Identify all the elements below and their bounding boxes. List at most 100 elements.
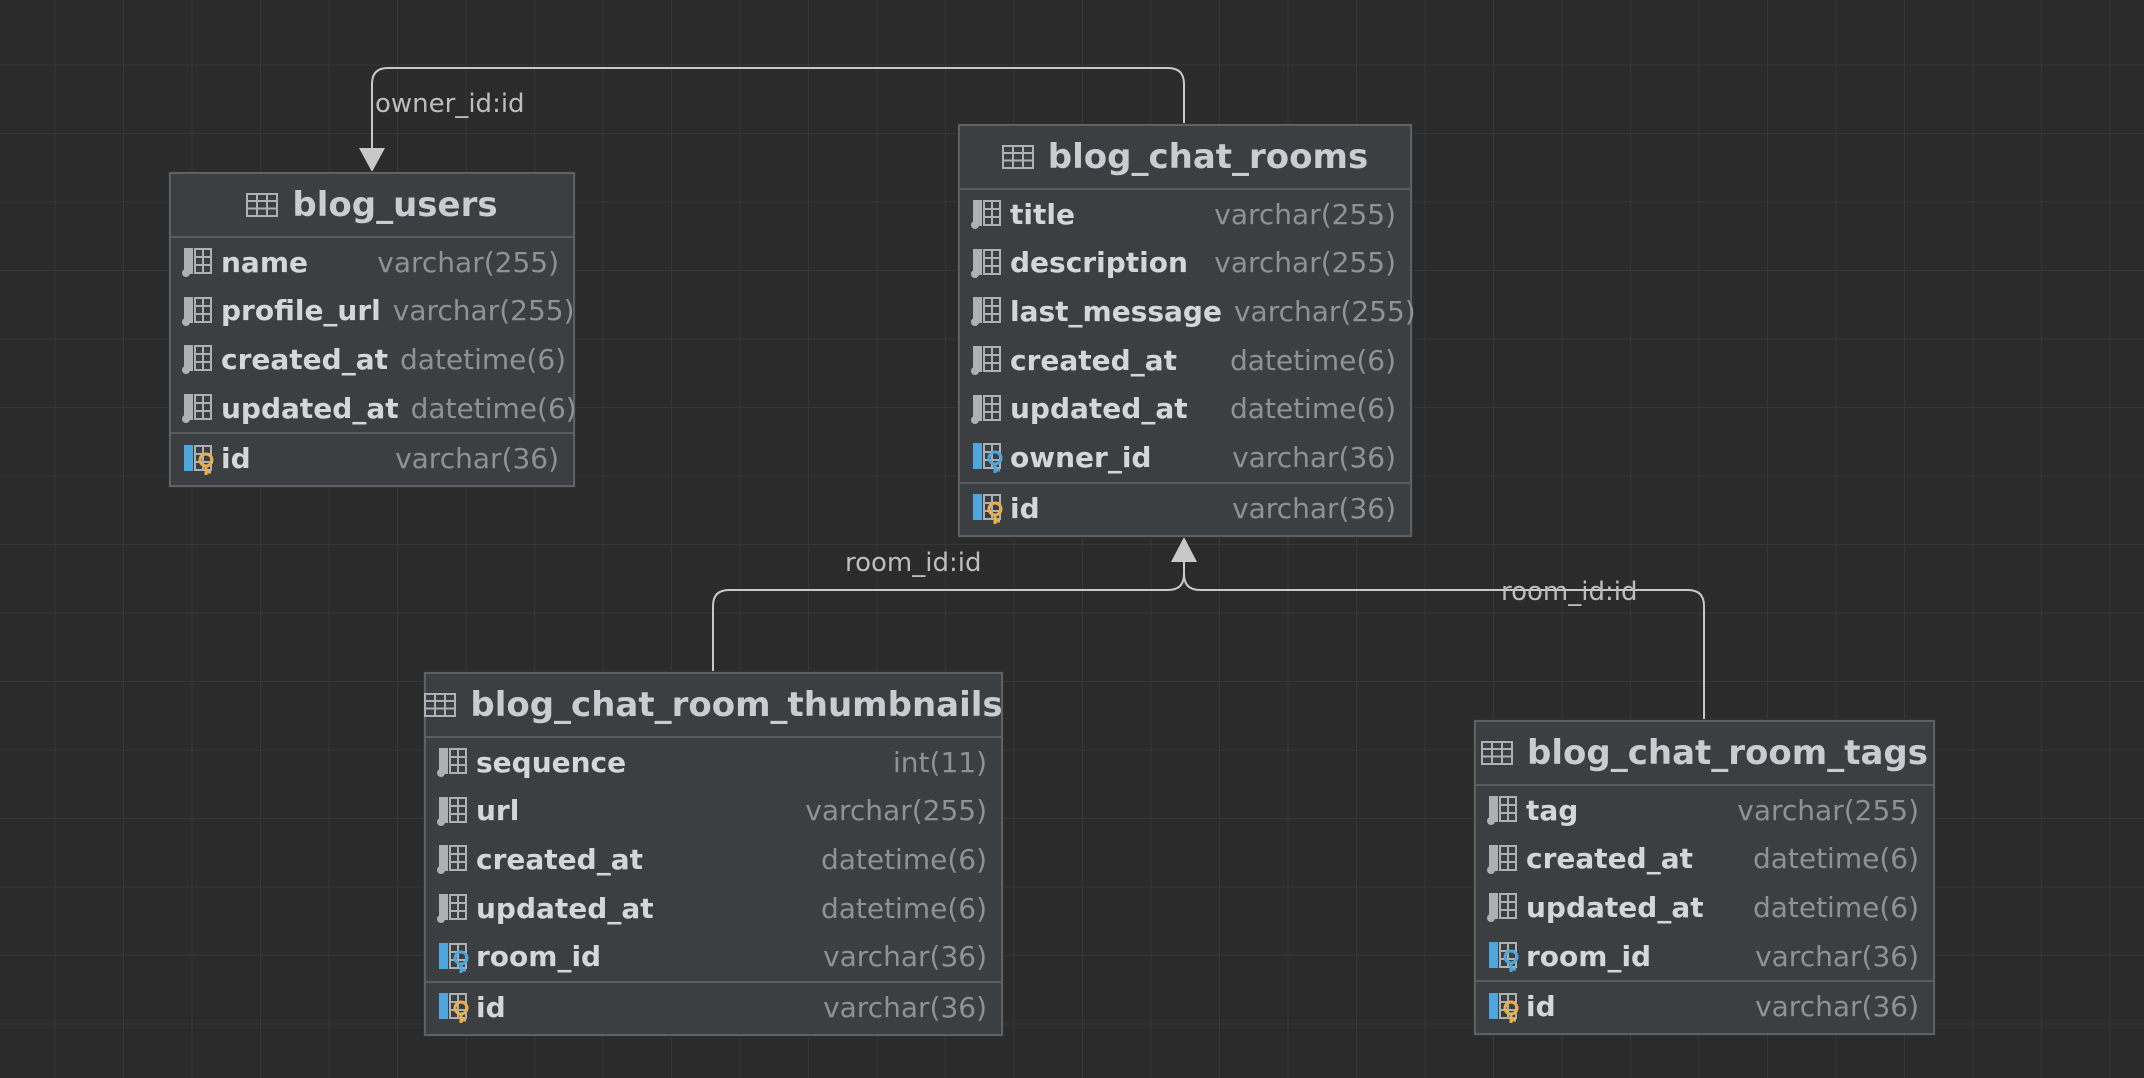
column-name: tag [1526,793,1579,827]
column-name: id [1010,491,1040,525]
column-icon [970,246,1004,280]
column-type: datetime(6) [1229,343,1396,377]
column-type: varchar(36) [1232,491,1396,525]
column-name: updated_at [1010,392,1188,426]
column-type: datetime(6) [1229,392,1396,426]
column-list: title varchar(255) description varchar(255)… [960,190,1416,533]
column-name: description [1010,246,1188,280]
foreign-key-icon [970,440,1004,474]
column-icon [970,197,1004,231]
column-row-owner-id[interactable]: owner_id varchar(36) [960,433,1410,482]
primary-key-icon [181,442,215,476]
table-header[interactable]: blog_chat_room_thumbnails [424,674,1003,738]
column-icon [181,391,215,425]
column-row-id[interactable]: id varchar(36) [960,481,1410,533]
relation-label-owner: owner_id:id [375,89,525,119]
primary-key-icon [970,491,1004,525]
foreign-key-icon [436,940,470,974]
column-name: updated_at [476,891,654,925]
column-row-id[interactable]: id varchar(36) [1476,980,1933,1031]
relation-label-tags-room: room_id:id [1501,577,1638,607]
column-row-updated-at[interactable]: updated_at datetime(6) [960,384,1410,433]
column-name: id [1526,990,1556,1024]
column-name: owner_id [1010,440,1152,474]
column-row-description[interactable]: description varchar(255) [960,239,1410,288]
column-type: varchar(36) [823,940,987,974]
column-type: varchar(255) [1214,197,1396,231]
column-icon [970,294,1004,328]
primary-key-icon [1486,990,1520,1024]
column-name: id [221,442,251,476]
column-icon [1486,793,1520,827]
column-name: created_at [1010,343,1177,377]
column-name: name [221,245,308,279]
column-icon [436,842,470,876]
foreign-key-icon [1486,939,1520,973]
column-name: created_at [1526,842,1693,876]
column-row-title[interactable]: title varchar(255) [960,190,1410,239]
arrowhead-owner [359,148,385,172]
column-name: created_at [476,842,643,876]
column-icon [1486,842,1520,876]
column-row-created-at[interactable]: created_at datetime(6) [426,835,1001,884]
column-row-created-at[interactable]: created_at datetime(6) [960,336,1410,385]
column-type: varchar(36) [395,442,559,476]
column-type: varchar(255) [377,245,559,279]
column-icon [970,392,1004,426]
column-type: varchar(36) [1755,990,1919,1024]
column-row-room-id[interactable]: room_id varchar(36) [1476,932,1933,981]
table-icon [424,693,457,717]
column-type: datetime(6) [400,342,567,376]
column-name: created_at [221,342,388,376]
column-icon [970,343,1004,377]
column-name: last_message [1010,294,1222,328]
column-type: datetime(6) [820,842,987,876]
column-icon [181,294,215,328]
column-icon [436,891,470,925]
column-row-tag[interactable]: tag varchar(255) [1476,786,1933,835]
table-header[interactable]: blog_users [171,174,573,238]
column-row-created-at[interactable]: created_at datetime(6) [1476,835,1933,884]
table-title: blog_chat_rooms [1047,137,1369,177]
table-header[interactable]: blog_chat_room_tags [1476,722,1933,786]
table-icon [1001,145,1034,169]
column-row-id[interactable]: id varchar(36) [171,432,573,483]
arrowhead-chat-rooms [1171,537,1197,562]
table-blog-chat-room-tags[interactable]: blog_chat_room_tags tag varchar(255) creat… [1474,720,1935,1035]
relation-label-thumbnails-room: room_id:id [845,548,982,578]
table-title: blog_chat_room_tags [1527,733,1928,773]
column-type: varchar(255) [805,794,987,828]
column-type: varchar(36) [823,990,987,1024]
column-type: varchar(255) [1737,793,1919,827]
column-name: updated_at [1526,890,1704,924]
column-name: title [1010,197,1075,231]
column-name: room_id [1526,939,1652,973]
column-type: varchar(255) [1214,246,1396,280]
column-type: varchar(36) [1232,440,1396,474]
column-type: varchar(255) [1233,294,1416,328]
column-row-last-message[interactable]: last_message varchar(255) [960,287,1416,336]
column-name: profile_url [221,294,381,328]
column-row-name[interactable]: name varchar(255) [171,238,573,287]
column-icon [181,342,215,376]
column-row-created-at[interactable]: created_at datetime(6) [171,335,573,384]
column-type: varchar(36) [1755,939,1919,973]
table-header[interactable]: blog_chat_rooms [960,126,1410,190]
column-icon [436,794,470,828]
column-type: int(11) [893,745,987,779]
column-type: datetime(6) [1752,842,1919,876]
